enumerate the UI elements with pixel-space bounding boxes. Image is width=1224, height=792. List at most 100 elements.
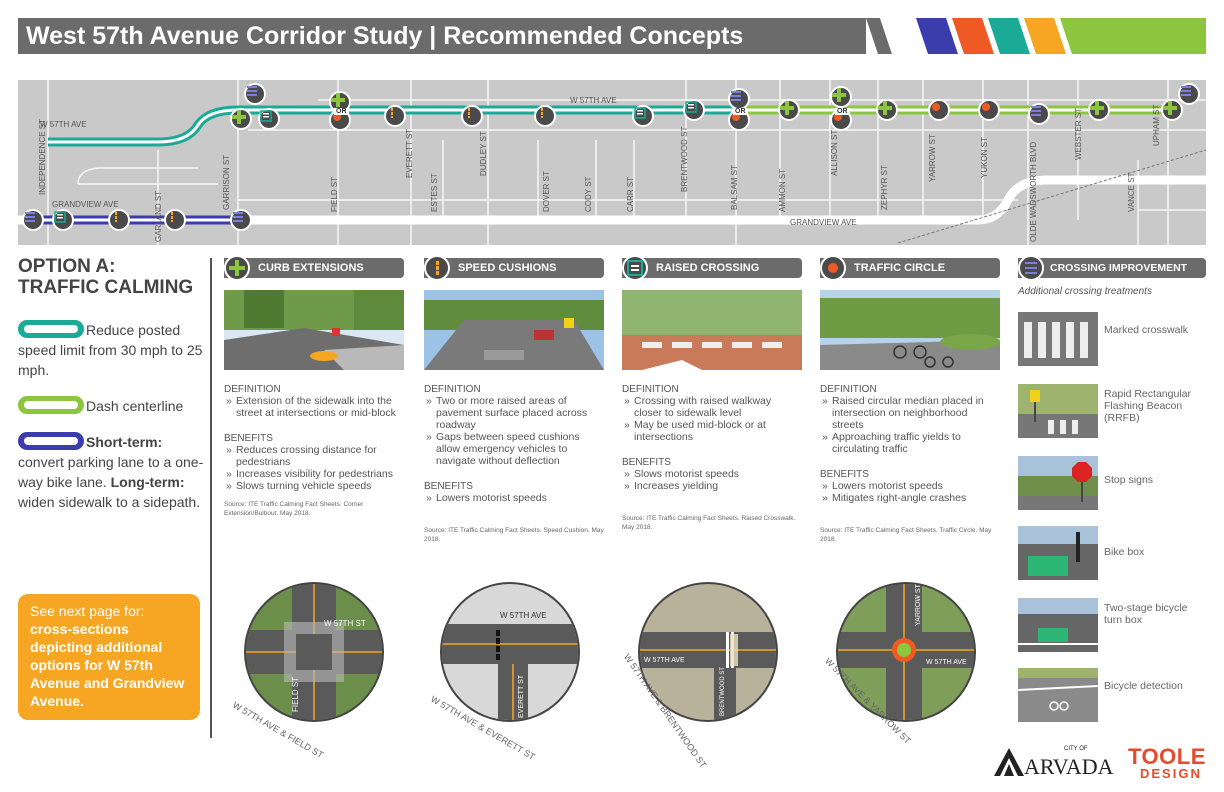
green-line-swatch xyxy=(18,396,84,414)
street-label-everett: EVERETT ST xyxy=(405,128,414,178)
traffic-circle-icon xyxy=(820,255,846,281)
benefits-label: BENEFITS xyxy=(820,469,869,480)
raised-crossing-icon xyxy=(258,108,280,130)
speed-cushions-header: SPEED CUSHIONS xyxy=(424,255,604,281)
benefit-item: Lowers motorist speeds xyxy=(820,480,1000,492)
design-wordmark: DESIGN xyxy=(1140,766,1202,781)
rrfb-thumb xyxy=(1018,384,1098,438)
header-stripes xyxy=(866,18,1206,54)
crossing-item-bicycle-detection: Bicycle detection xyxy=(1018,668,1206,722)
speed-cushion-photo xyxy=(424,290,604,370)
traffic-circle-icon xyxy=(978,99,1000,121)
plus-icon xyxy=(778,99,800,121)
arvada-mark-icon xyxy=(994,748,1024,776)
crossing-improvement-icon xyxy=(1018,255,1044,281)
benefit-item: Slows motorist speeds xyxy=(622,468,802,480)
legend-centerline: Dash centerline xyxy=(18,396,208,416)
street-label-vance: VANCE ST xyxy=(1127,172,1136,212)
toole-wordmark: TOOLE xyxy=(1128,744,1206,769)
street-label-independence: INDEPENDENCE ST xyxy=(38,118,47,195)
everett-st-intersection-diagram: W 57TH AVE EVERETT ST xyxy=(440,582,580,722)
marked-crosswalk-thumb xyxy=(1018,312,1098,366)
curb-extensions-column: CURB EXTENSIONS DEFINITION Extension of … xyxy=(224,255,404,518)
street-label-dudley: DUDLEY ST xyxy=(479,131,488,176)
brentwood-st-intersection-diagram: W 57TH AVE BRENTWOOD ST xyxy=(638,582,778,722)
street-label-zephyr: ZEPHYR ST xyxy=(880,165,889,210)
street-label-w57-east: W 57TH AVE xyxy=(570,96,617,105)
header-bar: West 57th Avenue Corridor Study | Recomm… xyxy=(18,18,1206,54)
source-citation: Source: ITE Traffic Calming Fact Sheets.… xyxy=(424,527,604,543)
benefit-item: Mitigates right-angle crashes xyxy=(820,492,1000,504)
corridor-map: W 57TH AVE W 57TH AVE GRANDVIEW AVE GRAN… xyxy=(18,80,1206,245)
street-label-garland: GARLAND ST xyxy=(154,190,163,242)
benefit-item: Increases visibility for pedestrians xyxy=(224,468,404,480)
crossing-subtitle: Additional crossing treatments xyxy=(1018,286,1152,297)
traffic-circle-photo xyxy=(820,290,1000,370)
street-label-field: FIELD ST xyxy=(330,176,339,212)
speed-cushion-icon xyxy=(534,105,556,127)
crossing-improvement-column: CROSSING IMPROVEMENT Additional crossing… xyxy=(1018,255,1206,722)
benefit-item: Slows turning vehicle speeds xyxy=(224,480,404,492)
street-label-allison: ALLISON ST xyxy=(830,129,839,176)
speed-cushions-column: SPEED CUSHIONS DEFINITION Two or more ra… xyxy=(424,255,604,544)
benefit-item: Increases yielding xyxy=(622,480,802,492)
definition-text: Approaching traffic yields to circulatin… xyxy=(820,431,1000,455)
raised-crossing-icon xyxy=(632,105,654,127)
definition-label: DEFINITION xyxy=(424,384,481,395)
plus-icon xyxy=(230,108,252,130)
street-label-brentwood: BRENTWOOD ST xyxy=(680,126,689,192)
teal-line-swatch xyxy=(18,320,84,338)
street-label-garrison: GARRISON ST xyxy=(222,154,231,210)
street-label-estes: ESTES ST xyxy=(430,173,439,212)
source-citation: Source: ITE Traffic Calming Fact Sheets.… xyxy=(622,515,796,531)
crossing-improvement-icon xyxy=(230,209,252,231)
street-label-yarrow: YARROW ST xyxy=(928,134,937,182)
traffic-circle-header: TRAFFIC CIRCLE xyxy=(820,255,1000,281)
legend-bike-lane: Short-term: convert parking lane to a on… xyxy=(18,432,204,510)
curb-extension-photo xyxy=(224,290,404,370)
yarrow-st-intersection-diagram: W 57TH AVE YARROW ST xyxy=(836,582,976,722)
street-label-grandview-east: GRANDVIEW AVE xyxy=(790,218,857,227)
street-label-ammon: AMMON ST xyxy=(778,168,787,212)
crossing-item-rrfb: Rapid Rectangular Flashing Beacon (RRFB) xyxy=(1018,384,1206,438)
crossing-item-label: Stop signs xyxy=(1104,474,1154,486)
raised-crossing-icon xyxy=(52,209,74,231)
definition-label: DEFINITION xyxy=(224,384,281,395)
source-citation: Source: ITE Traffic Calming Fact Sheets.… xyxy=(224,501,364,517)
plus-icon xyxy=(830,86,852,108)
city-of-arvada-logo: CITY OF ARVADA xyxy=(994,746,1124,779)
next-page-callout: See next page for: cross-sections depict… xyxy=(18,594,200,720)
definition-text: Two or more raised areas of pavement sur… xyxy=(424,395,604,431)
crossing-item-bike-box: Bike box xyxy=(1018,526,1206,580)
curb-extensions-header: CURB EXTENSIONS xyxy=(224,255,404,281)
street-label-carr: CARR ST xyxy=(626,176,635,212)
street-label-upham: UPHAM ST xyxy=(1152,104,1161,146)
crossing-improvement-icon xyxy=(22,209,44,231)
speed-cushion-icon xyxy=(424,255,450,281)
raised-crossing-icon xyxy=(622,255,648,281)
definition-label: DEFINITION xyxy=(622,384,679,395)
page-title: West 57th Avenue Corridor Study | Recomm… xyxy=(26,22,744,50)
circle-street-a: W 57TH AVE xyxy=(644,657,685,664)
option-title: OPTION A: TRAFFIC CALMING xyxy=(18,256,194,298)
circle-street-b: EVERETT ST xyxy=(518,674,525,718)
benefit-item: Reduces crossing distance for pedestrian… xyxy=(224,444,404,468)
option-legend: OPTION A: TRAFFIC CALMING Reduce posted … xyxy=(18,256,208,512)
bicycle-detection-thumb xyxy=(1018,668,1098,722)
crossing-improvement-icon xyxy=(244,83,266,105)
plus-icon xyxy=(1161,99,1183,121)
street-label-w57-west: W 57TH AVE xyxy=(40,120,87,129)
definition-text: May be used mid-block or at intersection… xyxy=(622,419,802,443)
circle-street-a: W 57TH ST xyxy=(324,619,366,628)
circle-street-b: BRENTWOOD ST xyxy=(720,667,726,716)
street-label-olde-wadsworth: OLDE WADSWORTH BLVD xyxy=(1029,141,1038,242)
street-label-dover: DOVER ST xyxy=(542,171,551,212)
definition-text: Gaps between speed cushions allow emerge… xyxy=(424,431,604,467)
street-label-cody: CODY ST xyxy=(584,176,593,212)
crossing-item-label: Bike box xyxy=(1104,546,1145,558)
bike-box-thumb xyxy=(1018,526,1098,580)
stop-sign-thumb xyxy=(1018,456,1098,510)
definition-text: Crossing with raised walkway closer to s… xyxy=(622,395,802,419)
benefits-label: BENEFITS xyxy=(224,433,273,444)
or-badge: OR xyxy=(733,108,748,115)
